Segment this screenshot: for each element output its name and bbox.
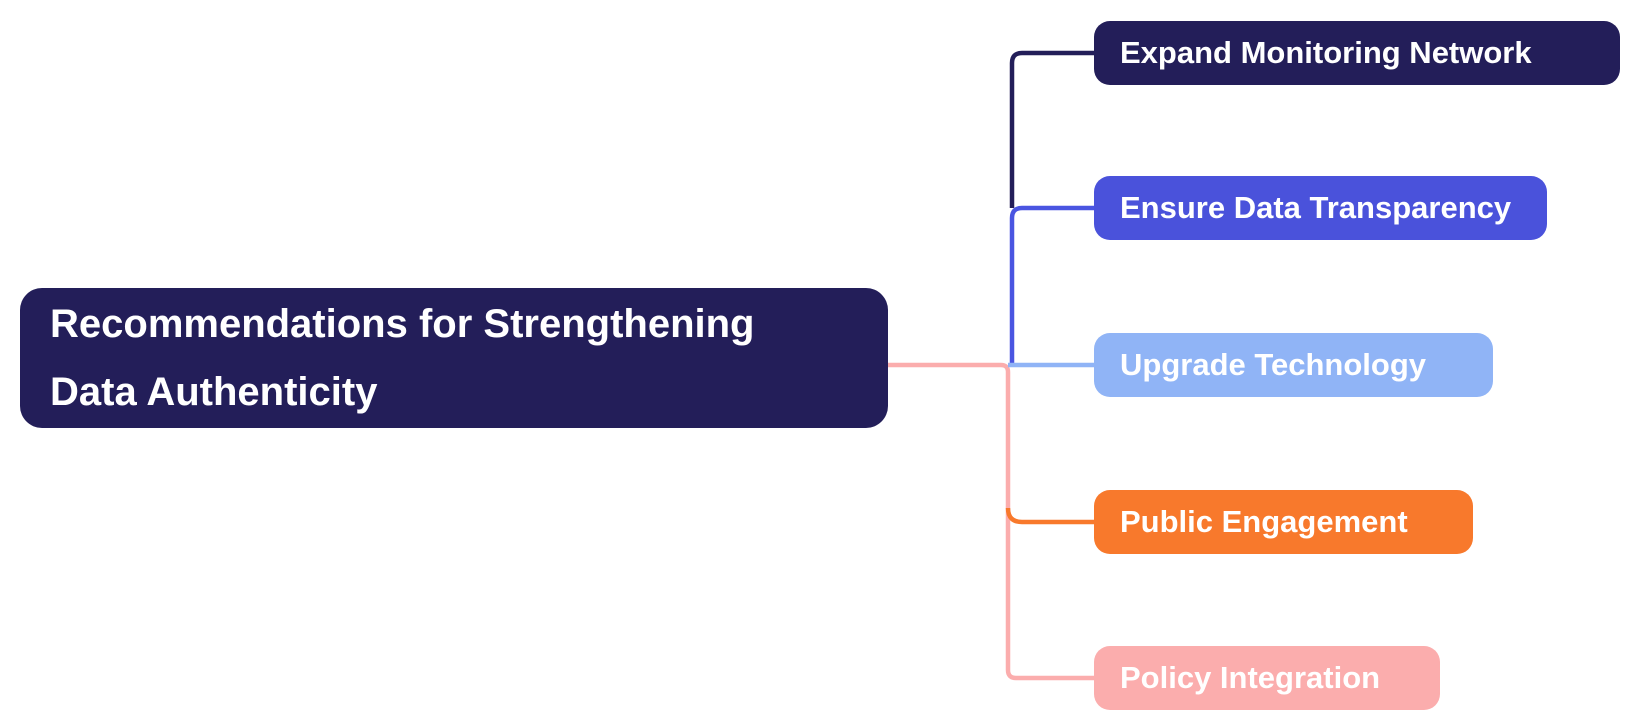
node-expand-monitoring-network[interactable]: Expand Monitoring Network xyxy=(1094,21,1620,85)
node-public-engagement[interactable]: Public Engagement xyxy=(1094,490,1473,554)
connector-ensure-data-transparency xyxy=(1009,205,1094,365)
connector-expand-monitoring-network xyxy=(1009,50,1094,208)
connector-trunk-and-policy-integration xyxy=(888,362,1094,681)
node-ensure-data-transparency[interactable]: Ensure Data Transparency xyxy=(1094,176,1547,240)
root-node-label: Recommendations for Strengthening Data A… xyxy=(50,302,755,414)
root-node[interactable]: Recommendations for Strengthening Data A… xyxy=(20,288,888,428)
node-upgrade-technology[interactable]: Upgrade Technology xyxy=(1094,333,1493,397)
connector-public-engagement xyxy=(1005,507,1094,525)
node-policy-integration[interactable]: Policy Integration xyxy=(1094,646,1440,710)
